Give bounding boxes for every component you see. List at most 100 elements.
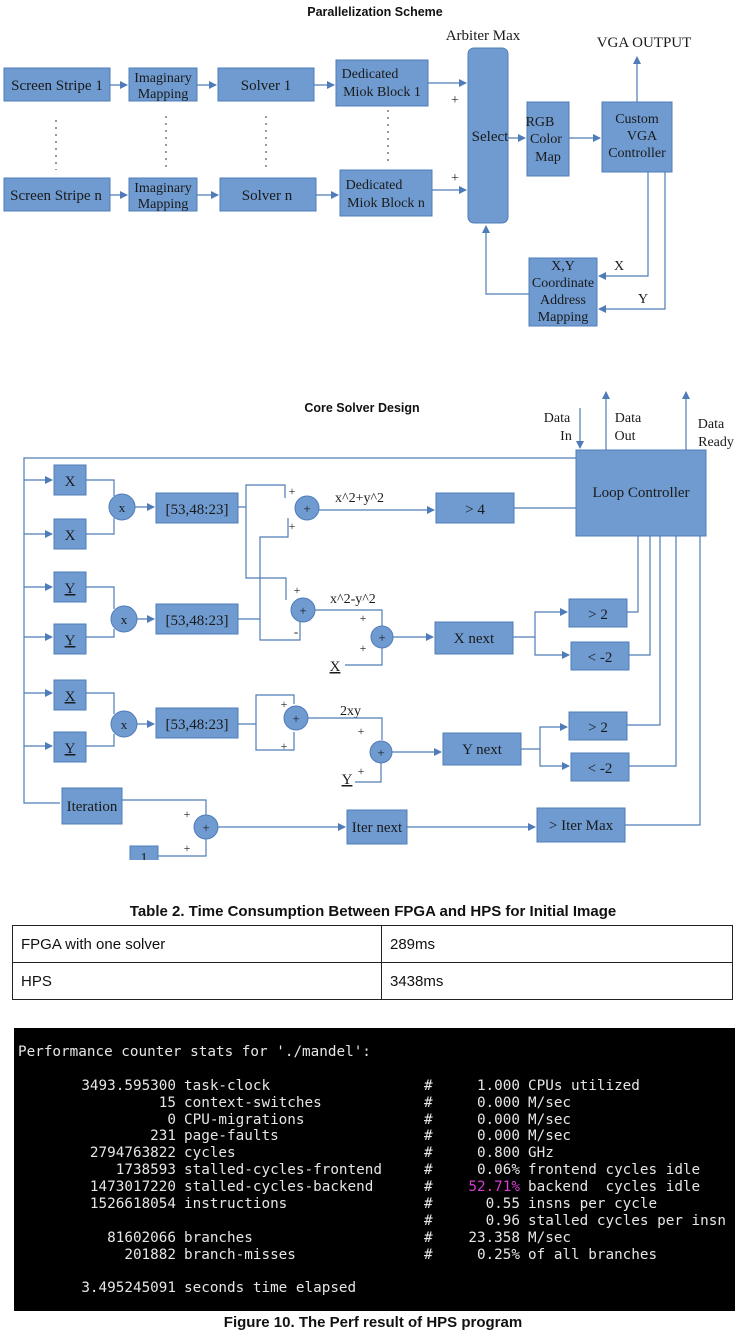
perf-unit: backend cycles idle xyxy=(528,1179,701,1196)
blank-line xyxy=(18,1264,735,1281)
iter-max-label: > Iter Max xyxy=(549,818,614,834)
y-register-block xyxy=(53,571,87,603)
imaginary-mapping-n-line2: Mapping xyxy=(138,197,189,212)
perf-unit: M/sec xyxy=(528,1111,572,1128)
screen-stripe-1-label: Screen Stripe 1 xyxy=(11,78,103,94)
xy-address-mapping-block xyxy=(528,257,598,327)
gt4-label: > 4 xyxy=(465,502,485,518)
gt2-label: > 2 xyxy=(588,607,608,623)
plus-sign: + xyxy=(451,93,459,108)
adder-label: + xyxy=(202,820,209,835)
diff-squares-label: x^2-y^2 xyxy=(330,592,376,607)
plus-sign: + xyxy=(360,611,367,625)
perf-event: branches xyxy=(184,1229,253,1246)
gt2-comparator-block xyxy=(568,711,628,741)
imaginary-mapping-n-line1: Imaginary xyxy=(134,181,192,196)
perf-count: 15 xyxy=(158,1094,176,1111)
perf-count: 201882 xyxy=(124,1246,176,1263)
bit-slice-label: [53,48:23] xyxy=(166,717,229,733)
bit-slice-block xyxy=(155,707,239,739)
y-register-label: Y xyxy=(65,633,76,649)
perf-count: 231 xyxy=(150,1128,176,1145)
figure1-title: Parallelization Scheme xyxy=(307,5,443,19)
x-input-label: X xyxy=(330,659,341,675)
perf-unit: stalled cycles per insn xyxy=(528,1212,726,1229)
perf-event: CPU-migrations xyxy=(184,1111,305,1128)
perf-count: 3493.595300 xyxy=(81,1077,176,1094)
elapsed-value: 3.495245091 xyxy=(81,1280,176,1297)
imaginary-mapping-n-block xyxy=(128,177,198,212)
loop-controller-label: Loop Controller xyxy=(592,485,689,501)
perf-hash: # xyxy=(424,1094,433,1111)
bit-slice-block xyxy=(155,492,239,524)
plus-sign: + xyxy=(451,171,459,186)
adder-label: + xyxy=(378,630,385,645)
y-signal-label: Y xyxy=(638,292,648,307)
bit-slice-label: [53,48:23] xyxy=(166,502,229,518)
perf-unit: insns per cycle xyxy=(528,1196,658,1213)
perf-value: 23.358 xyxy=(468,1229,520,1246)
perf-hash: # xyxy=(424,1229,433,1246)
plus-sign: + xyxy=(289,519,296,533)
perf-value: 0.55 xyxy=(485,1196,520,1213)
x-register-block xyxy=(53,679,87,711)
vga-line1: Custom xyxy=(615,112,659,127)
perf-unit: frontend cycles idle xyxy=(528,1162,701,1179)
gt2-comparator-block xyxy=(568,598,628,628)
perf-header: Performance counter stats for './mandel'… xyxy=(18,1044,371,1060)
xy-line2: Coordinate xyxy=(532,276,594,291)
adder-label: + xyxy=(377,745,384,760)
iteration-label: Iteration xyxy=(67,799,118,815)
iteration-register-block xyxy=(61,787,123,825)
rgb-line2: Color xyxy=(530,132,562,147)
xy-line1: X,Y xyxy=(551,259,575,274)
adder-node xyxy=(294,495,320,521)
perf-unit: GHz xyxy=(528,1145,554,1162)
data-out-line2: Out xyxy=(615,429,636,444)
y-register-label: Y xyxy=(65,581,76,597)
xy-line3: Address xyxy=(540,293,586,308)
miok-block-n-line1: Dedicated xyxy=(346,178,403,193)
data-ready-line2: Ready xyxy=(698,435,734,450)
table-cell-value: 3438ms xyxy=(381,962,733,1000)
rgb-color-map-block xyxy=(526,101,570,177)
data-ready-line1: Data xyxy=(698,417,725,432)
lt-minus2-comparator-block xyxy=(570,641,630,671)
multiplier-label: x xyxy=(119,500,126,515)
vga-line3: Controller xyxy=(608,146,666,161)
x-next-label: X next xyxy=(454,631,495,647)
solver-n-label: Solver n xyxy=(242,188,293,204)
perf-count: 1473017220 xyxy=(89,1179,176,1196)
table2-caption: Table 2. Time Consumption Between FPGA a… xyxy=(129,903,617,920)
imaginary-mapping-1-block xyxy=(128,67,198,102)
miok-block-n xyxy=(339,169,433,217)
figure2-title: Core Solver Design xyxy=(304,401,420,415)
data-in-line2: In xyxy=(560,429,572,444)
perf-unit: M/sec xyxy=(528,1128,572,1145)
plus-sign: + xyxy=(360,641,367,655)
plus-sign: + xyxy=(358,764,365,778)
parallelization-diagram: Arbiter Max VGA OUTPUT Screen Stripe 1 I… xyxy=(3,28,691,327)
blank-line xyxy=(18,1061,735,1078)
perf-hash: # xyxy=(424,1145,433,1162)
iter-next-label: Iter next xyxy=(352,820,403,836)
x-register-block xyxy=(53,464,87,496)
solver-1-label: Solver 1 xyxy=(241,78,291,94)
imaginary-mapping-1-line1: Imaginary xyxy=(134,71,192,86)
perf-value: 0.000 xyxy=(476,1128,520,1145)
adder-label: + xyxy=(292,711,299,726)
perf-terminal-output: Performance counter stats for './mandel'… xyxy=(14,1028,735,1311)
bit-slice-block xyxy=(155,603,239,635)
xy-line4: Mapping xyxy=(538,310,589,325)
table-row: HPS 3438ms xyxy=(12,962,733,1000)
iter-max-comparator-block xyxy=(536,807,626,843)
solver-n-block xyxy=(219,177,317,212)
vga-controller-block xyxy=(601,101,673,173)
